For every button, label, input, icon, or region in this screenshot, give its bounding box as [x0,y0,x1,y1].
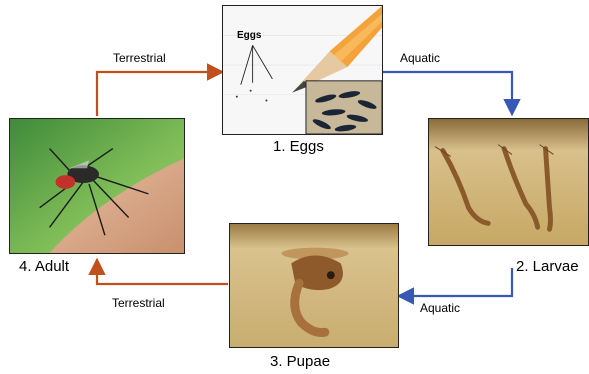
label-eggs-to-larvae: Aquatic [400,51,440,65]
label-pupae-to-adult: Terrestrial [112,296,165,310]
arrow-pupae-to-adult [97,262,228,284]
arrow-adult-to-eggs [97,72,220,116]
stage-label-pupae: 3. Pupae [270,353,330,370]
stage-label-larvae: 2. Larvae [516,258,579,275]
label-larvae-to-pupae: Aquatic [420,301,460,315]
eggs-inset-label: Eggs [237,30,261,41]
arrow-larvae-to-pupae [401,268,512,296]
eggs-photo: Eggs [222,5,383,135]
larvae-photo [428,118,589,246]
adult-photo [9,118,185,254]
stage-label-adult: 4. Adult [19,258,69,275]
stage-label-eggs: 1. Eggs [273,138,324,155]
pupae-photo [229,223,399,348]
label-adult-to-eggs: Terrestrial [113,51,166,65]
arrow-eggs-to-larvae [383,72,512,112]
